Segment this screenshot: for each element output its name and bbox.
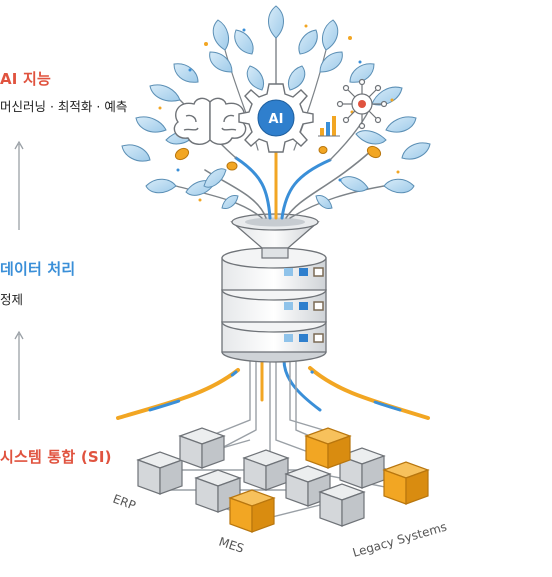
cube [194, 469, 242, 513]
stage-data-subtitle: 정제 [0, 292, 24, 307]
system-cubes [136, 427, 430, 533]
stage-ai-title: AI 지능 [0, 70, 52, 88]
cube [136, 451, 184, 495]
server-stack [221, 247, 327, 363]
stage-si: 시스템 통합 (SI) [0, 446, 112, 467]
cube-orange [382, 461, 430, 505]
stage-ai: AI 지능 머신러닝 · 최적화 · 예측 [0, 68, 127, 115]
leaves [121, 5, 431, 209]
gear-icon: AI [238, 83, 314, 153]
cube-orange [304, 427, 352, 469]
orange-pods [174, 145, 382, 171]
arrow-up-icon [14, 330, 24, 420]
ai-badge: AI [269, 112, 284, 127]
source-label-mes: MES [217, 535, 246, 556]
stage-data: 데이터 처리 정제 [0, 258, 75, 308]
stage-ai-subtitle: 머신러닝 · 최적화 · 예측 [0, 99, 128, 114]
data-pipes [116, 358, 430, 420]
cube [318, 483, 366, 527]
cube-orange [228, 489, 276, 533]
source-label-erp: ERP [111, 492, 138, 513]
brain-icon [173, 97, 247, 145]
arrow-up-icon [14, 140, 24, 230]
network-node-icon [336, 78, 388, 130]
cube [338, 447, 386, 489]
sparkle-dots [158, 24, 400, 202]
cube [242, 449, 290, 491]
cube [178, 427, 226, 469]
bar-chart-icon [318, 116, 340, 137]
stage-si-title: 시스템 통합 (SI) [0, 448, 112, 466]
source-label-legacy: Legacy Systems [351, 520, 448, 560]
funnel [230, 213, 320, 259]
stage-data-title: 데이터 처리 [0, 260, 76, 278]
